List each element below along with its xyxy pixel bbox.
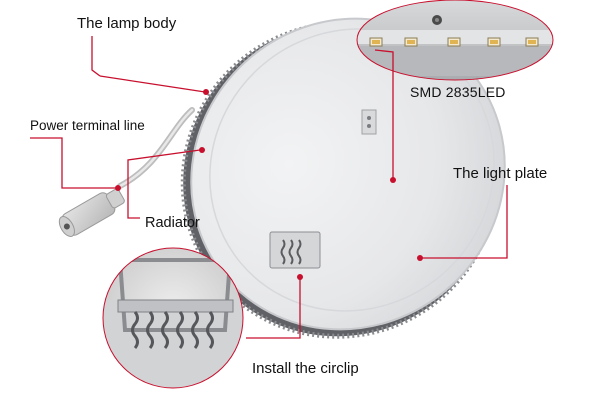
label-power-terminal: Power terminal line — [30, 118, 145, 133]
circlip-inset — [102, 247, 244, 389]
callout-circlip — [246, 278, 301, 339]
callout-power — [30, 137, 118, 189]
smd-led-chips — [369, 37, 539, 47]
smd-led-inset — [356, 0, 554, 81]
callout-lamp-body — [91, 36, 101, 77]
power-cable — [58, 107, 195, 237]
label-lamp-body: The lamp body — [77, 15, 177, 32]
callout-smd — [374, 49, 394, 178]
callout-lines — [30, 36, 508, 339]
rim-circlip — [269, 231, 321, 269]
label-smd-led: SMD 2835LED — [410, 84, 506, 100]
callout-lamp-body-diag — [99, 75, 206, 93]
callout-plate — [420, 185, 508, 259]
callout-dots — [115, 89, 423, 280]
callout-radiator — [127, 149, 201, 219]
label-circlip: Install the circlip — [252, 360, 359, 377]
mount-tab — [361, 109, 377, 135]
circlip-springs — [131, 311, 214, 349]
label-radiator: Radiator — [145, 215, 200, 231]
label-light-plate: The light plate — [453, 165, 548, 182]
